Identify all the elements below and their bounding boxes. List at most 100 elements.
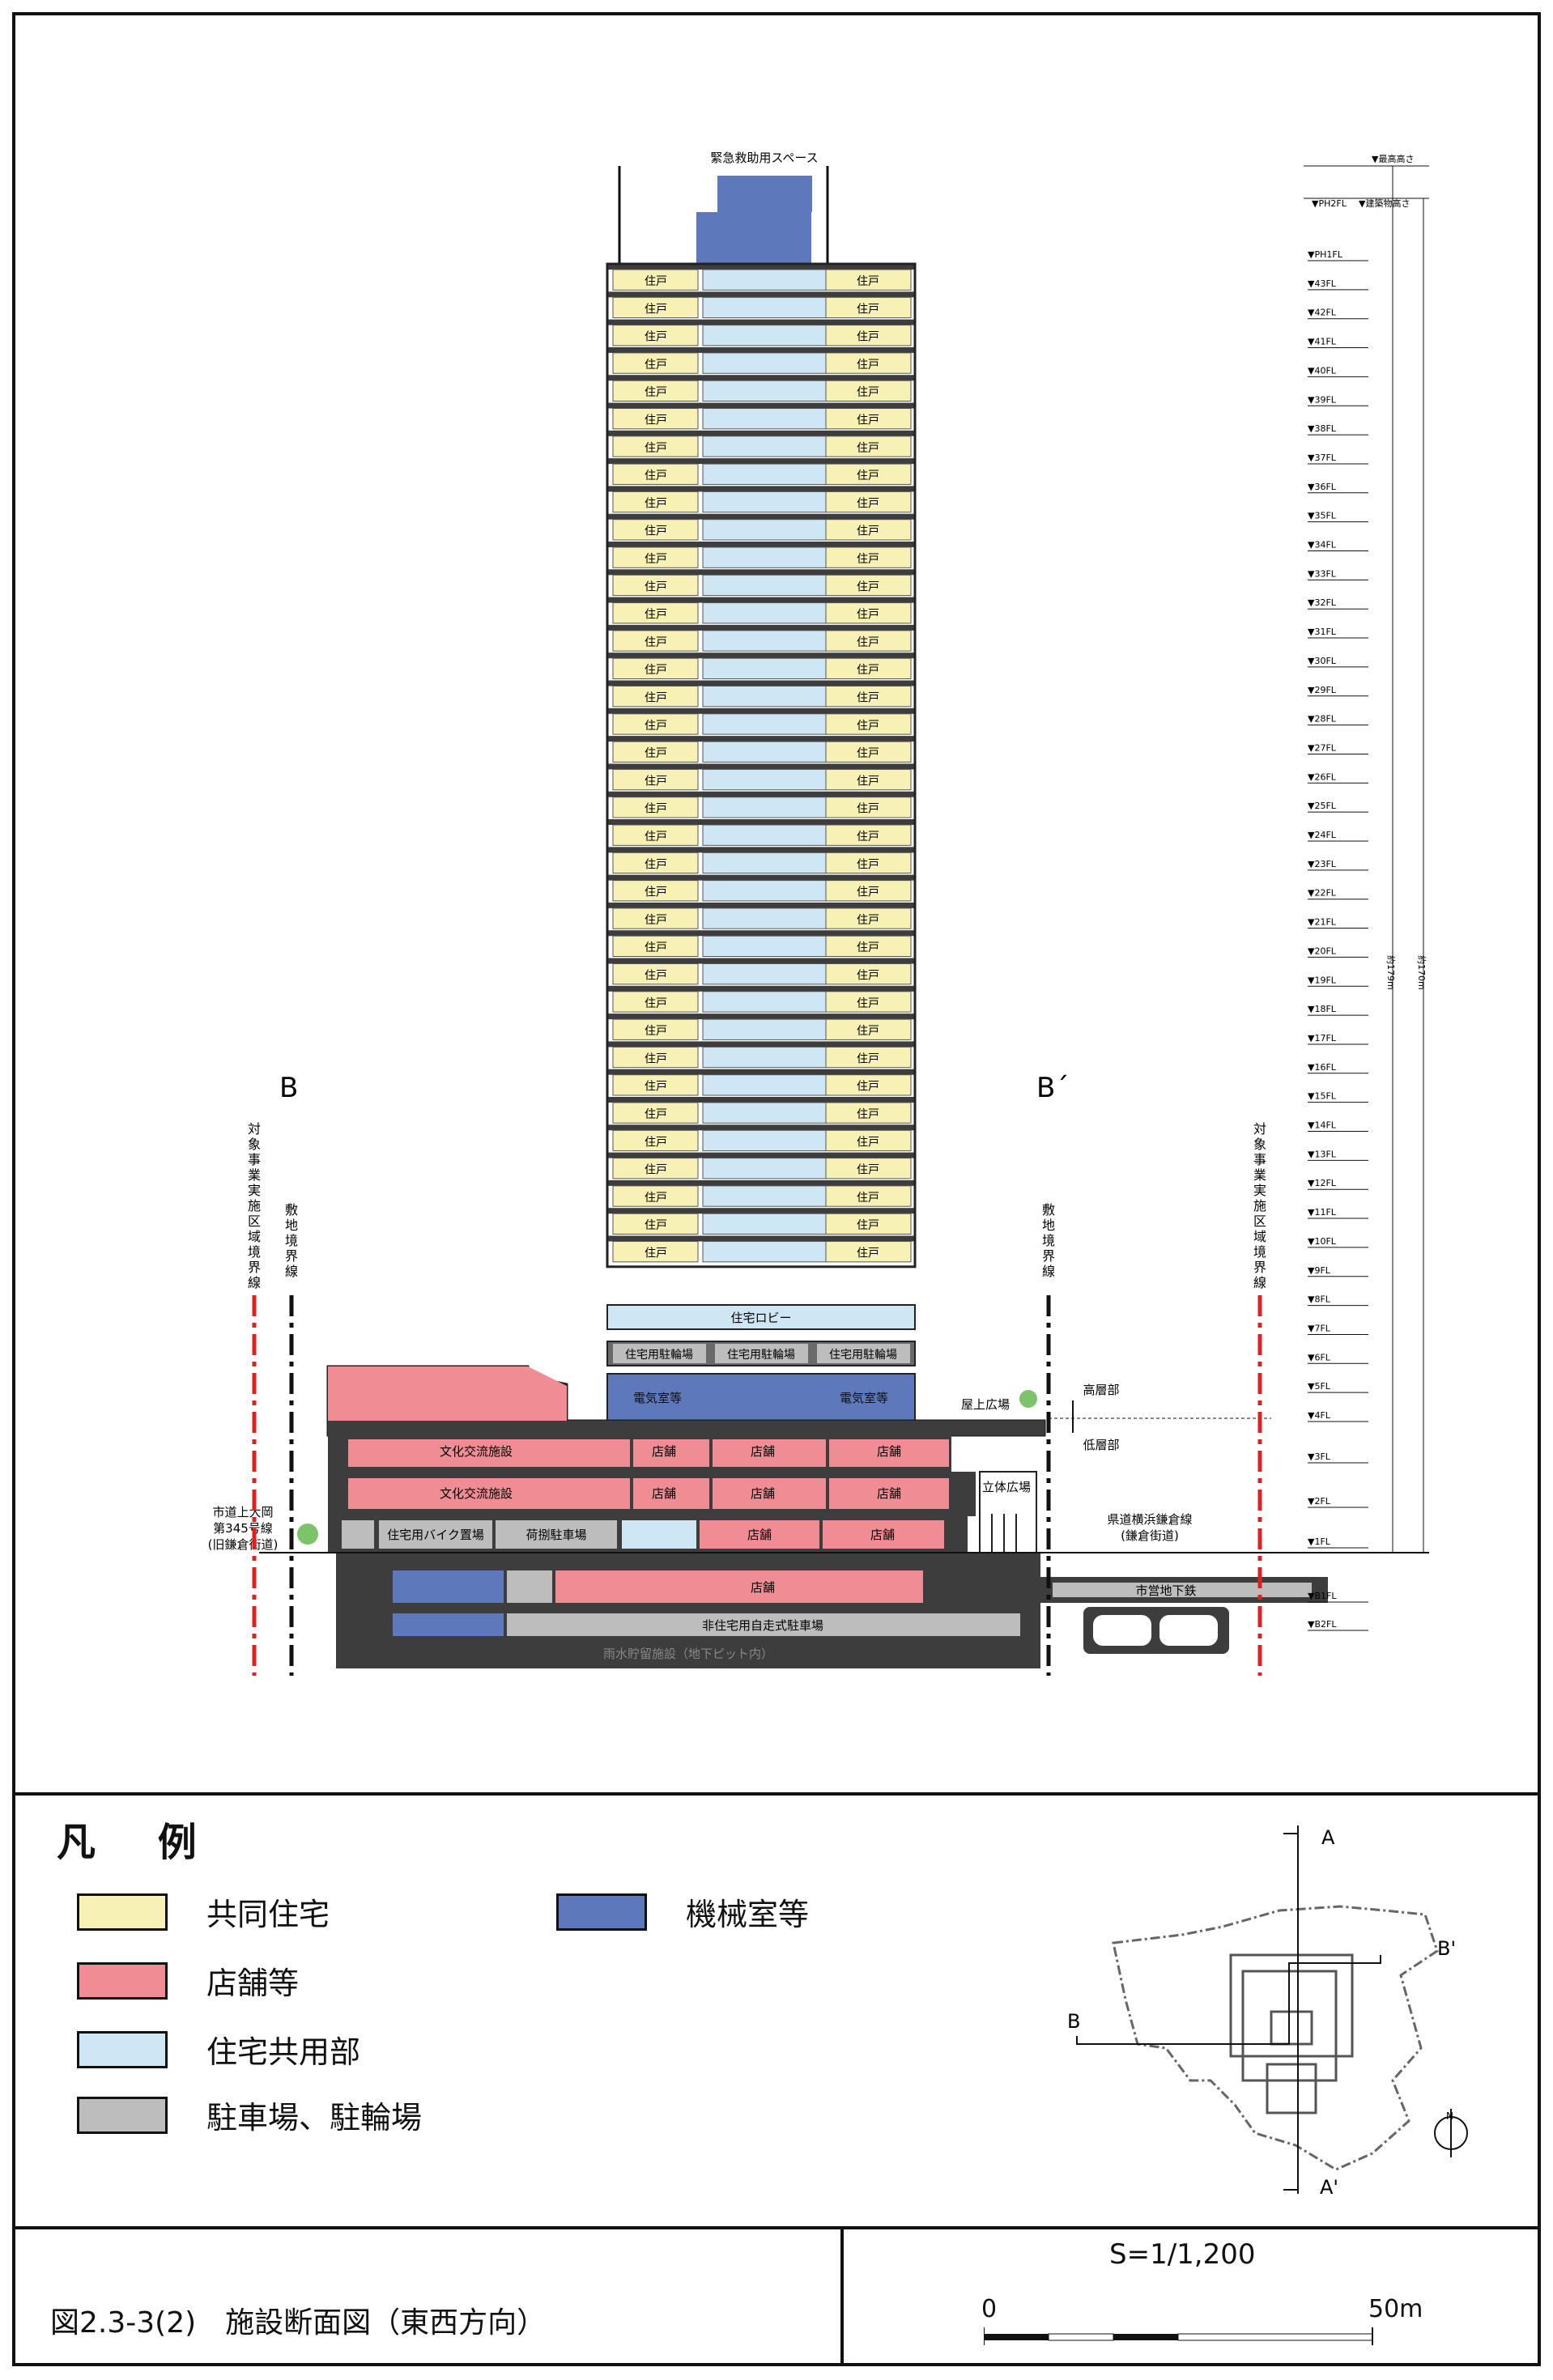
a-top-label: A bbox=[1321, 1826, 1335, 1849]
shop-label-3f-3: 店舗 bbox=[877, 1444, 901, 1459]
legend-item-mechanical: 機械室等 bbox=[556, 1889, 809, 1934]
floor-level-label: ▼B1FL bbox=[1308, 1591, 1337, 1601]
subway-bore-2 bbox=[1159, 1615, 1218, 1646]
unit-label: 住戸 bbox=[645, 497, 667, 510]
b-right-marker: B´ bbox=[1036, 1072, 1069, 1104]
housing-unit bbox=[612, 852, 699, 874]
rain-storage-label: 雨水貯留施設（地下ピット内） bbox=[603, 1647, 773, 1661]
residential-lobby bbox=[606, 1304, 916, 1330]
unit-label: 住戸 bbox=[645, 1081, 667, 1094]
housing-unit bbox=[825, 1046, 912, 1069]
housing-unit bbox=[612, 352, 699, 374]
shop-3f-2 bbox=[713, 1439, 826, 1467]
multi-plaza-label: 立体広場 bbox=[982, 1480, 1031, 1494]
project-boundary-label: 象 bbox=[1253, 1137, 1266, 1152]
scale-fifty-label: 50m bbox=[1368, 2295, 1423, 2323]
floor-slab bbox=[607, 513, 915, 520]
housing-unit bbox=[612, 602, 699, 624]
floor-level-label: ▼13FL bbox=[1308, 1149, 1337, 1159]
floor-level-label: ▼10FL bbox=[1308, 1236, 1337, 1247]
housing-unit bbox=[825, 741, 912, 763]
penthouse-machine bbox=[696, 212, 811, 265]
floor-slab bbox=[607, 819, 915, 825]
floor-level-label: ▼17FL bbox=[1308, 1033, 1337, 1043]
b-left-label: B bbox=[1067, 2010, 1080, 2033]
unit-label: 住戸 bbox=[857, 1025, 879, 1038]
legend-label: 店舗等 bbox=[206, 1966, 300, 2001]
shop-3f-3 bbox=[829, 1439, 949, 1467]
unit-label: 住戸 bbox=[857, 1192, 879, 1205]
bike-parking-3 bbox=[817, 1344, 910, 1363]
site-boundary-label: 境 bbox=[285, 1233, 298, 1248]
b1-parking-stub bbox=[507, 1570, 552, 1603]
height-179-label: 約179m bbox=[1385, 955, 1397, 990]
unit-label: 住戸 bbox=[857, 442, 879, 455]
shop-label-3f-1: 店舗 bbox=[652, 1444, 676, 1459]
common-core bbox=[702, 491, 827, 513]
housing-unit bbox=[612, 657, 699, 680]
common-core bbox=[702, 436, 827, 457]
housing-unit bbox=[612, 408, 699, 430]
project-boundary-label: 事 bbox=[1253, 1152, 1266, 1167]
housing-unit bbox=[825, 630, 912, 652]
housing-unit bbox=[825, 1074, 912, 1096]
housing-unit bbox=[825, 907, 912, 929]
housing-unit bbox=[825, 657, 912, 680]
floor-level-label: ▼31FL bbox=[1308, 627, 1337, 637]
shop-label-3f-2: 店舗 bbox=[751, 1444, 775, 1459]
unit-label: 住戸 bbox=[857, 886, 879, 899]
unit-label: 住戸 bbox=[857, 414, 879, 427]
unit-label: 住戸 bbox=[645, 720, 667, 733]
housing-unit bbox=[825, 1185, 912, 1207]
low-part-label: 低層部 bbox=[1083, 1438, 1119, 1452]
housing-unit bbox=[612, 1129, 699, 1152]
b2-mechanical bbox=[393, 1613, 504, 1636]
top-label: 緊急救助用スペース bbox=[710, 151, 818, 165]
floor-slab bbox=[607, 985, 915, 992]
floor-slab bbox=[607, 597, 915, 603]
common-core bbox=[702, 991, 827, 1013]
project-boundary-label: 線 bbox=[1253, 1275, 1266, 1290]
unit-label: 住戸 bbox=[857, 775, 879, 788]
common-core bbox=[702, 269, 827, 291]
housing-unit bbox=[612, 907, 699, 929]
housing-unit bbox=[612, 491, 699, 513]
housing-unit bbox=[612, 963, 699, 985]
floor-level-label: ▼B2FL bbox=[1308, 1619, 1337, 1630]
roof-tree bbox=[1019, 1390, 1037, 1408]
scale-seg-4 bbox=[1177, 2333, 1373, 2341]
project-boundary-label: 界 bbox=[1253, 1260, 1266, 1275]
housing-unit bbox=[612, 880, 699, 902]
floor-slab bbox=[607, 791, 915, 797]
floor-level-label: ▼27FL bbox=[1308, 742, 1337, 753]
unit-label: 住戸 bbox=[645, 1108, 667, 1121]
housing-unit bbox=[825, 880, 912, 902]
floor-slab bbox=[607, 1097, 915, 1103]
floor-slab bbox=[607, 458, 915, 465]
core-outline bbox=[1270, 2010, 1313, 2046]
housing-unit bbox=[612, 296, 699, 319]
floor-slab bbox=[607, 569, 915, 576]
common-core bbox=[702, 519, 827, 541]
unit-label: 住戸 bbox=[645, 580, 667, 593]
floor-level-label: ▼29FL bbox=[1308, 685, 1337, 695]
shop-2f-1 bbox=[633, 1478, 709, 1509]
housing-unit bbox=[612, 991, 699, 1013]
bldg-height-label: ▼建築物高さ bbox=[1359, 198, 1410, 209]
site-boundary-label: 界 bbox=[1042, 1248, 1055, 1264]
unit-label: 住戸 bbox=[857, 525, 879, 538]
unit-label: 住戸 bbox=[645, 1192, 667, 1205]
floor-slab bbox=[607, 486, 915, 492]
common-core bbox=[702, 935, 827, 957]
unit-label: 住戸 bbox=[645, 970, 667, 983]
floor-slab bbox=[607, 291, 915, 298]
common-core bbox=[702, 657, 827, 680]
unit-label: 住戸 bbox=[857, 1081, 879, 1094]
unit-label: 住戸 bbox=[857, 1219, 879, 1232]
floor-slab bbox=[607, 264, 915, 270]
unit-label: 住戸 bbox=[857, 386, 879, 399]
floor-slab bbox=[607, 375, 915, 381]
max-height-label: ▼最高高さ bbox=[1372, 153, 1414, 164]
floor-slab bbox=[607, 542, 915, 547]
